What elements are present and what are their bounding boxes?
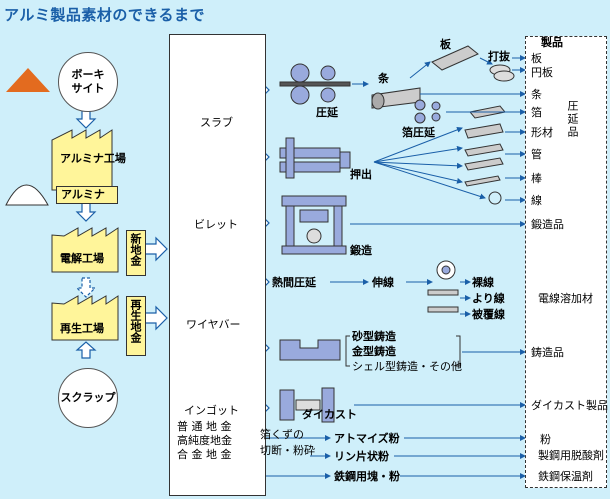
bauxite-pile-icon (6, 68, 50, 92)
wire-reel-icon (436, 260, 456, 280)
product-item: 形材 (531, 126, 553, 139)
wire-bar-label: ワイヤバー (186, 318, 241, 331)
scrap-processing-2: 切断・粉砕 (260, 444, 315, 457)
plate-label: 板 (440, 38, 451, 51)
shell-casting-label: シェル型鋳造・その他 (352, 360, 462, 373)
recycle-plant-label: 再生工場 (60, 322, 104, 335)
rolling-label: 圧延 (316, 106, 338, 119)
die-cast-label: ダイカスト (302, 408, 357, 421)
wire-icons (427, 289, 459, 313)
deoxidizer-label: 製鋼用脱酸剤 (538, 449, 604, 462)
alumina-box: アルミナ (56, 186, 118, 204)
extrusion-label: 押出 (350, 168, 372, 181)
left-flow-arrows (75, 110, 97, 359)
foil-rolling-label: 箔圧延 (402, 126, 435, 139)
bare-wire-label: 裸線 (472, 276, 494, 289)
recycle-factory-icon (51, 295, 119, 341)
wire-drawing-label: 伸線 (372, 276, 394, 289)
strip-label: 条 (378, 72, 389, 85)
foil-roller-icon (414, 99, 441, 124)
product-item: 線 (531, 194, 542, 207)
new-metal-label: 新地金 (129, 233, 142, 266)
product-item: 管 (531, 148, 542, 161)
forged-products-label: 鍛造品 (531, 218, 564, 231)
smelter-factory-icon (51, 227, 119, 273)
recycled-metal-box: 再生地金 (126, 296, 146, 356)
product-item: 円板 (531, 66, 553, 79)
alumina-plant-label: アルミナ工場 (60, 152, 126, 165)
product-item: 板 (531, 52, 542, 65)
scrap-circle: スクラップ (58, 368, 118, 428)
slab-label: スラブ (200, 116, 233, 129)
castings-label: 鋳造品 (531, 346, 564, 359)
rolling-mill-icon (279, 63, 351, 105)
products-box (525, 36, 607, 488)
bauxite-label: ボーキサイト (71, 68, 105, 95)
die-cast-machine-icon (279, 387, 335, 423)
punching-label: 打抜 (488, 50, 510, 63)
die-cast-products-label: ダイカスト製品 (531, 399, 608, 412)
forging-press-icon (281, 195, 347, 255)
plate-icon (431, 45, 479, 71)
extrusion-press-icon (279, 137, 351, 179)
ingot-label: インゴット (184, 404, 239, 417)
materials-panel (169, 34, 266, 496)
rolled-products-label: 圧延品 (566, 100, 579, 139)
ingot-type-3: 合 金 地 金 (177, 448, 232, 461)
page-title: アルミ製品素材のできるまで (4, 6, 206, 24)
products-header: 製品 (541, 36, 563, 49)
new-metal-box: 新地金 (126, 230, 146, 276)
insulator-label: 鉄鋼保温剤 (538, 470, 593, 483)
covered-wire-label: 被覆線 (472, 308, 505, 321)
product-item: 棒 (531, 172, 542, 185)
bauxite-circle: ボーキサイト (58, 52, 118, 112)
hot-rolling-label: 熱間圧延 (272, 276, 316, 289)
atomized-powder-label: アトマイズ粉 (334, 432, 400, 445)
billet-label: ビレット (194, 218, 238, 231)
input-arrows (143, 236, 168, 331)
product-item: 条 (531, 88, 542, 101)
scrap-label: スクラップ (60, 391, 116, 404)
scrap-processing-1: 箔くずの (260, 428, 304, 441)
alumina-pile-icon (5, 184, 49, 206)
stranded-wire-label: より線 (472, 292, 505, 305)
die-mold-casting-label: 金型鋳造 (352, 345, 396, 358)
smelter-label: 電解工場 (60, 252, 104, 265)
electric-wire-label: 電線溶加材 (538, 292, 593, 305)
forging-label: 鍛造 (350, 244, 372, 257)
recycled-metal-label: 再生地金 (129, 299, 142, 343)
ingot-type-2: 高純度地金 (177, 434, 232, 447)
powder-label: 粉 (540, 433, 551, 446)
flake-powder-label: リン片状粉 (334, 450, 389, 463)
casting-mold-icon (279, 339, 341, 361)
punched-disc-icon (489, 64, 515, 82)
rolled-product-icons (464, 105, 506, 205)
steel-powder-label: 鉄鋼用塊・粉 (334, 470, 400, 483)
alumina-label: アルミナ (61, 188, 105, 201)
product-item: 箔 (531, 106, 542, 119)
coil-icon (371, 87, 421, 110)
sand-casting-label: 砂型鋳造 (352, 330, 396, 343)
ingot-type-1: 普 通 地 金 (177, 420, 232, 433)
